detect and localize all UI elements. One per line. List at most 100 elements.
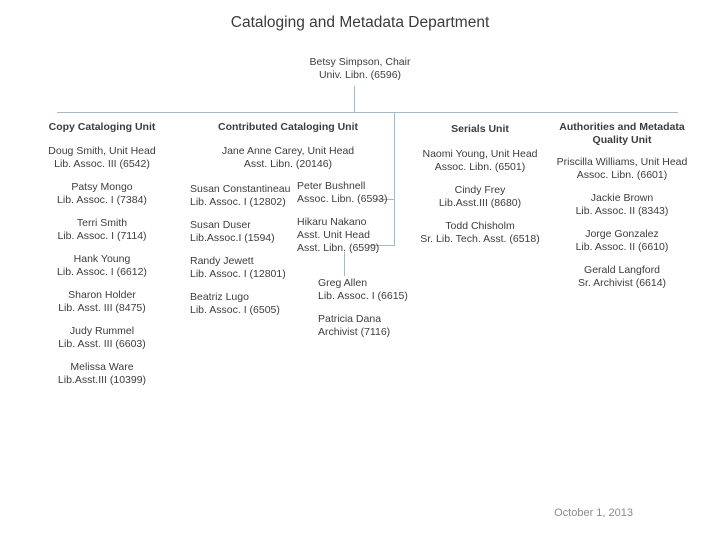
unit-header: Contributed Cataloging Unit <box>218 121 358 133</box>
unit-head-member: Jane Anne Carey, Unit Head Asst. Libn. (… <box>208 145 368 171</box>
unit-header-line2: Quality Unit <box>592 134 652 146</box>
member-name-line: Doug Smith, Unit Head <box>48 145 156 157</box>
member-name-line: Hikaru Nakano <box>297 216 367 228</box>
member-name-line: Cindy Frey <box>454 184 506 196</box>
contributed-left-subgroup: Susan Constantineau Lib. Assoc. I (12802… <box>190 183 300 317</box>
member-title-line: Assoc. Libn. (6593) <box>297 193 388 205</box>
member-title-line: Lib. Assoc. I (6612) <box>57 266 147 278</box>
member-name-line: Terri Smith <box>76 217 128 229</box>
org-member: Terri Smith Lib. Assoc. I (7114) <box>22 217 182 243</box>
bushnell-tick-line <box>376 199 394 200</box>
nakano-vertical-line <box>344 252 345 276</box>
member-name-line: Sharon Holder <box>68 289 136 301</box>
org-member: Peter Bushnell Assoc. Libn. (6593) <box>297 180 397 206</box>
member-title-line: Lib.Asst.III (8680) <box>438 197 522 209</box>
member-name-line: Judy Rummel <box>69 325 135 337</box>
contributed-right-subgroup: Peter Bushnell Assoc. Libn. (6593) Hikar… <box>297 180 397 255</box>
unit-header: Authorities and Metadata Quality Unit <box>547 121 697 147</box>
unit-serials: Serials Unit Naomi Young, Unit Head Asso… <box>400 123 560 246</box>
org-member: Greg Allen Lib. Assoc. I (6615) <box>318 277 418 303</box>
member-name-line: Susan Duser <box>190 219 251 231</box>
org-member: Beatriz Lugo Lib. Assoc. I (6505) <box>190 291 300 317</box>
member-name-line: Todd Chisholm <box>445 220 515 232</box>
org-member: Patricia Dana Archivist (7116) <box>318 313 418 339</box>
org-member: Gerald Langford Sr. Archivist (6614) <box>547 264 697 290</box>
unit-members: Priscilla Williams, Unit Head Assoc. Lib… <box>547 156 697 290</box>
member-name-line: Naomi Young, Unit Head <box>422 148 538 160</box>
org-member: Todd Chisholm Sr. Lib. Tech. Asst. (6518… <box>400 220 560 246</box>
member-name-line: Peter Bushnell <box>297 180 366 192</box>
unit-contributed-cataloging: Contributed Cataloging Unit Jane Anne Ca… <box>208 121 368 171</box>
member-name-line: Susan Constantineau <box>190 183 291 195</box>
member-title-line: Sr. Lib. Tech. Asst. (6518) <box>420 233 540 245</box>
contributed-nested-subgroup: Greg Allen Lib. Assoc. I (6615) Patricia… <box>318 277 418 339</box>
member-name-line: Patricia Dana <box>318 313 382 325</box>
org-member: Hikaru Nakano Asst. Unit Head Asst. Libn… <box>297 216 397 255</box>
member-title-line: Lib. Assoc. II (6610) <box>575 241 669 253</box>
member-title-line: Asst. Libn. (20146) <box>243 158 333 170</box>
org-member: Patsy Mongo Lib. Assoc. I (7384) <box>22 181 182 207</box>
member-title-line: Assoc. Libn. (6601) <box>576 169 668 181</box>
member-name-line: Jorge Gonzalez <box>585 228 659 240</box>
org-member: Priscilla Williams, Unit Head Assoc. Lib… <box>547 156 697 182</box>
chair-node: Betsy Simpson, Chair Univ. Libn. (6596) <box>260 56 460 82</box>
member-title-line: Lib.Asst.III (10399) <box>57 374 147 386</box>
member-name-line: Hank Young <box>73 253 131 265</box>
member-name-line: Gerald Langford <box>584 264 660 276</box>
member-name-line: Melissa Ware <box>70 361 134 373</box>
unit-copy-cataloging: Copy Cataloging Unit Doug Smith, Unit He… <box>22 121 182 387</box>
unit-header: Copy Cataloging Unit <box>48 121 156 133</box>
member-name-line: Patsy Mongo <box>71 181 133 193</box>
org-member: Sharon Holder Lib. Asst. III (8475) <box>22 289 182 315</box>
org-member: Naomi Young, Unit Head Assoc. Libn. (650… <box>400 148 560 174</box>
unit-members: Peter Bushnell Assoc. Libn. (6593) Hikar… <box>297 180 397 255</box>
member-title-line: Asst. Libn. (6599) <box>297 242 380 254</box>
unit-members: Susan Constantineau Lib. Assoc. I (12802… <box>190 183 300 317</box>
unit-header: Serials Unit <box>451 123 509 135</box>
member-title-line: Sr. Archivist (6614) <box>577 277 667 289</box>
chair-vertical-line <box>354 86 355 112</box>
org-member: Judy Rummel Lib. Asst. III (6603) <box>22 325 182 351</box>
chair-title: Univ. Libn. (6596) <box>318 69 402 81</box>
member-title-line: Lib. Assoc. I (12802) <box>190 196 286 208</box>
org-member: Jorge Gonzalez Lib. Assoc. II (6610) <box>547 228 697 254</box>
nakano-tick-line <box>369 245 394 246</box>
org-member: Susan Constantineau Lib. Assoc. I (12802… <box>190 183 300 209</box>
org-member: Doug Smith, Unit Head Lib. Assoc. III (6… <box>22 145 182 171</box>
branch-vertical-line <box>394 113 395 246</box>
member-title-line: Lib.Assoc.I (1594) <box>190 232 275 244</box>
member-name-line: Priscilla Williams, Unit Head <box>556 156 688 168</box>
org-member: Cindy Frey Lib.Asst.III (8680) <box>400 184 560 210</box>
member-role-line: Asst. Unit Head <box>297 229 370 241</box>
member-title-line: Lib. Assoc. I (7384) <box>57 194 147 206</box>
member-name-line: Beatriz Lugo <box>190 291 249 303</box>
slide-title: Cataloging and Metadata Department <box>230 14 490 31</box>
member-title-line: Lib. Assoc. I (7114) <box>57 230 147 242</box>
member-name-line: Jane Anne Carey, Unit Head <box>221 145 355 157</box>
chair-name: Betsy Simpson, Chair <box>309 56 411 68</box>
unit-members: Doug Smith, Unit Head Lib. Assoc. III (6… <box>22 145 182 387</box>
unit-header-line1: Authorities and Metadata <box>559 121 685 133</box>
org-member: Susan Duser Lib.Assoc.I (1594) <box>190 219 300 245</box>
main-horizontal-line <box>57 112 678 113</box>
member-name-line: Greg Allen <box>318 277 368 289</box>
member-title-line: Lib. Asst. III (8475) <box>58 302 146 314</box>
org-member: Randy Jewett Lib. Assoc. I (12801) <box>190 255 300 281</box>
member-title-line: Archivist (7116) <box>318 326 391 338</box>
slide-date: October 1, 2013 <box>554 507 633 519</box>
unit-authorities-metadata: Authorities and Metadata Quality Unit Pr… <box>547 121 697 290</box>
unit-members: Naomi Young, Unit Head Assoc. Libn. (650… <box>400 148 560 246</box>
unit-members: Greg Allen Lib. Assoc. I (6615) Patricia… <box>318 277 418 339</box>
member-name-line: Randy Jewett <box>190 255 254 267</box>
member-title-line: Lib. Asst. III (6603) <box>58 338 146 350</box>
member-title-line: Assoc. Libn. (6501) <box>434 161 526 173</box>
member-title-line: Lib. Assoc. I (12801) <box>190 268 286 280</box>
member-title-line: Lib. Assoc. I (6615) <box>318 290 408 302</box>
member-title-line: Lib. Assoc. I (6505) <box>190 304 280 316</box>
member-title-line: Lib. Assoc. III (6542) <box>54 158 150 170</box>
org-member: Jackie Brown Lib. Assoc. II (8343) <box>547 192 697 218</box>
org-member: Melissa Ware Lib.Asst.III (10399) <box>22 361 182 387</box>
org-member: Hank Young Lib. Assoc. I (6612) <box>22 253 182 279</box>
member-title-line: Lib. Assoc. II (8343) <box>575 205 669 217</box>
